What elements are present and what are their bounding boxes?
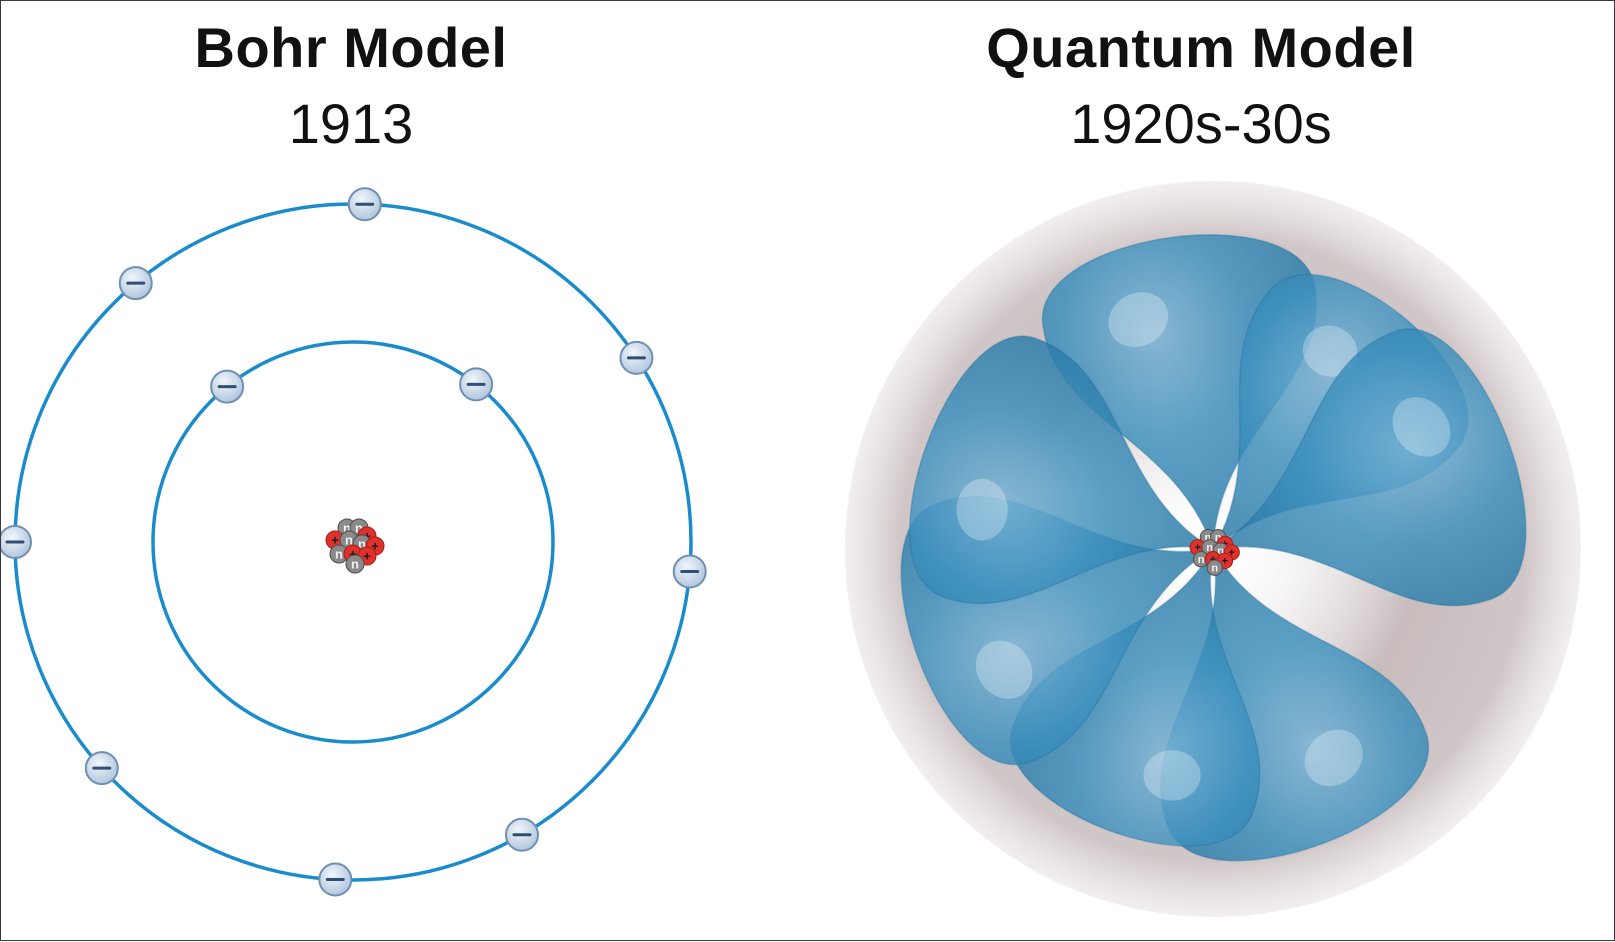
orbital-lobe [909, 335, 1214, 605]
quantum-model-diagram: nn++nn+n++n [845, 181, 1581, 917]
quantum-model-year: 1920s-30s [1070, 92, 1332, 155]
orbital-lobes [900, 234, 1527, 862]
svg-text:n: n [335, 547, 343, 562]
svg-text:+: + [349, 547, 357, 562]
svg-text:+: + [371, 539, 379, 554]
svg-text:+: + [1228, 547, 1234, 559]
electron [459, 367, 494, 402]
orbital-lobe [1009, 548, 1261, 847]
bohr-model-year: 1913 [288, 92, 414, 155]
svg-text:n: n [358, 537, 366, 552]
bohr-model-diagram: nn++nn+n++n [1, 187, 707, 897]
svg-text:n: n [1215, 532, 1222, 544]
svg-text:n: n [355, 521, 363, 536]
svg-text:+: + [1194, 542, 1200, 554]
svg-text:n: n [343, 521, 351, 536]
electron [505, 817, 539, 852]
electron [619, 340, 654, 375]
svg-text:+: + [1222, 556, 1228, 568]
svg-text:n: n [1198, 554, 1205, 566]
neutron: n [1206, 559, 1223, 576]
bohr-nucleus: nn++nn+n++n [325, 518, 385, 574]
neutron: n [345, 554, 365, 574]
svg-text:+: + [363, 549, 371, 564]
bohr-electrons [1, 187, 707, 897]
electron [672, 554, 707, 589]
svg-text:+: + [363, 529, 371, 544]
svg-text:+: + [331, 533, 339, 548]
svg-text:n: n [345, 533, 353, 548]
svg-text:n: n [351, 557, 359, 572]
electron [210, 369, 245, 404]
electron [118, 266, 153, 301]
svg-text:n: n [1211, 563, 1218, 575]
electron [318, 862, 353, 897]
svg-text:n: n [1217, 546, 1224, 558]
bohr-model-title: Bohr Model [194, 16, 508, 79]
quantum-model-title: Quantum Model [986, 16, 1416, 79]
orbital-lobe [1212, 328, 1527, 607]
svg-text:n: n [1206, 542, 1213, 554]
electron [1, 525, 32, 559]
quantum-nucleus: nn++nn+n++n [1189, 528, 1240, 576]
electron [84, 751, 119, 786]
svg-text:n: n [1205, 532, 1212, 544]
electron [347, 187, 382, 222]
inner-orbit [151, 340, 555, 744]
